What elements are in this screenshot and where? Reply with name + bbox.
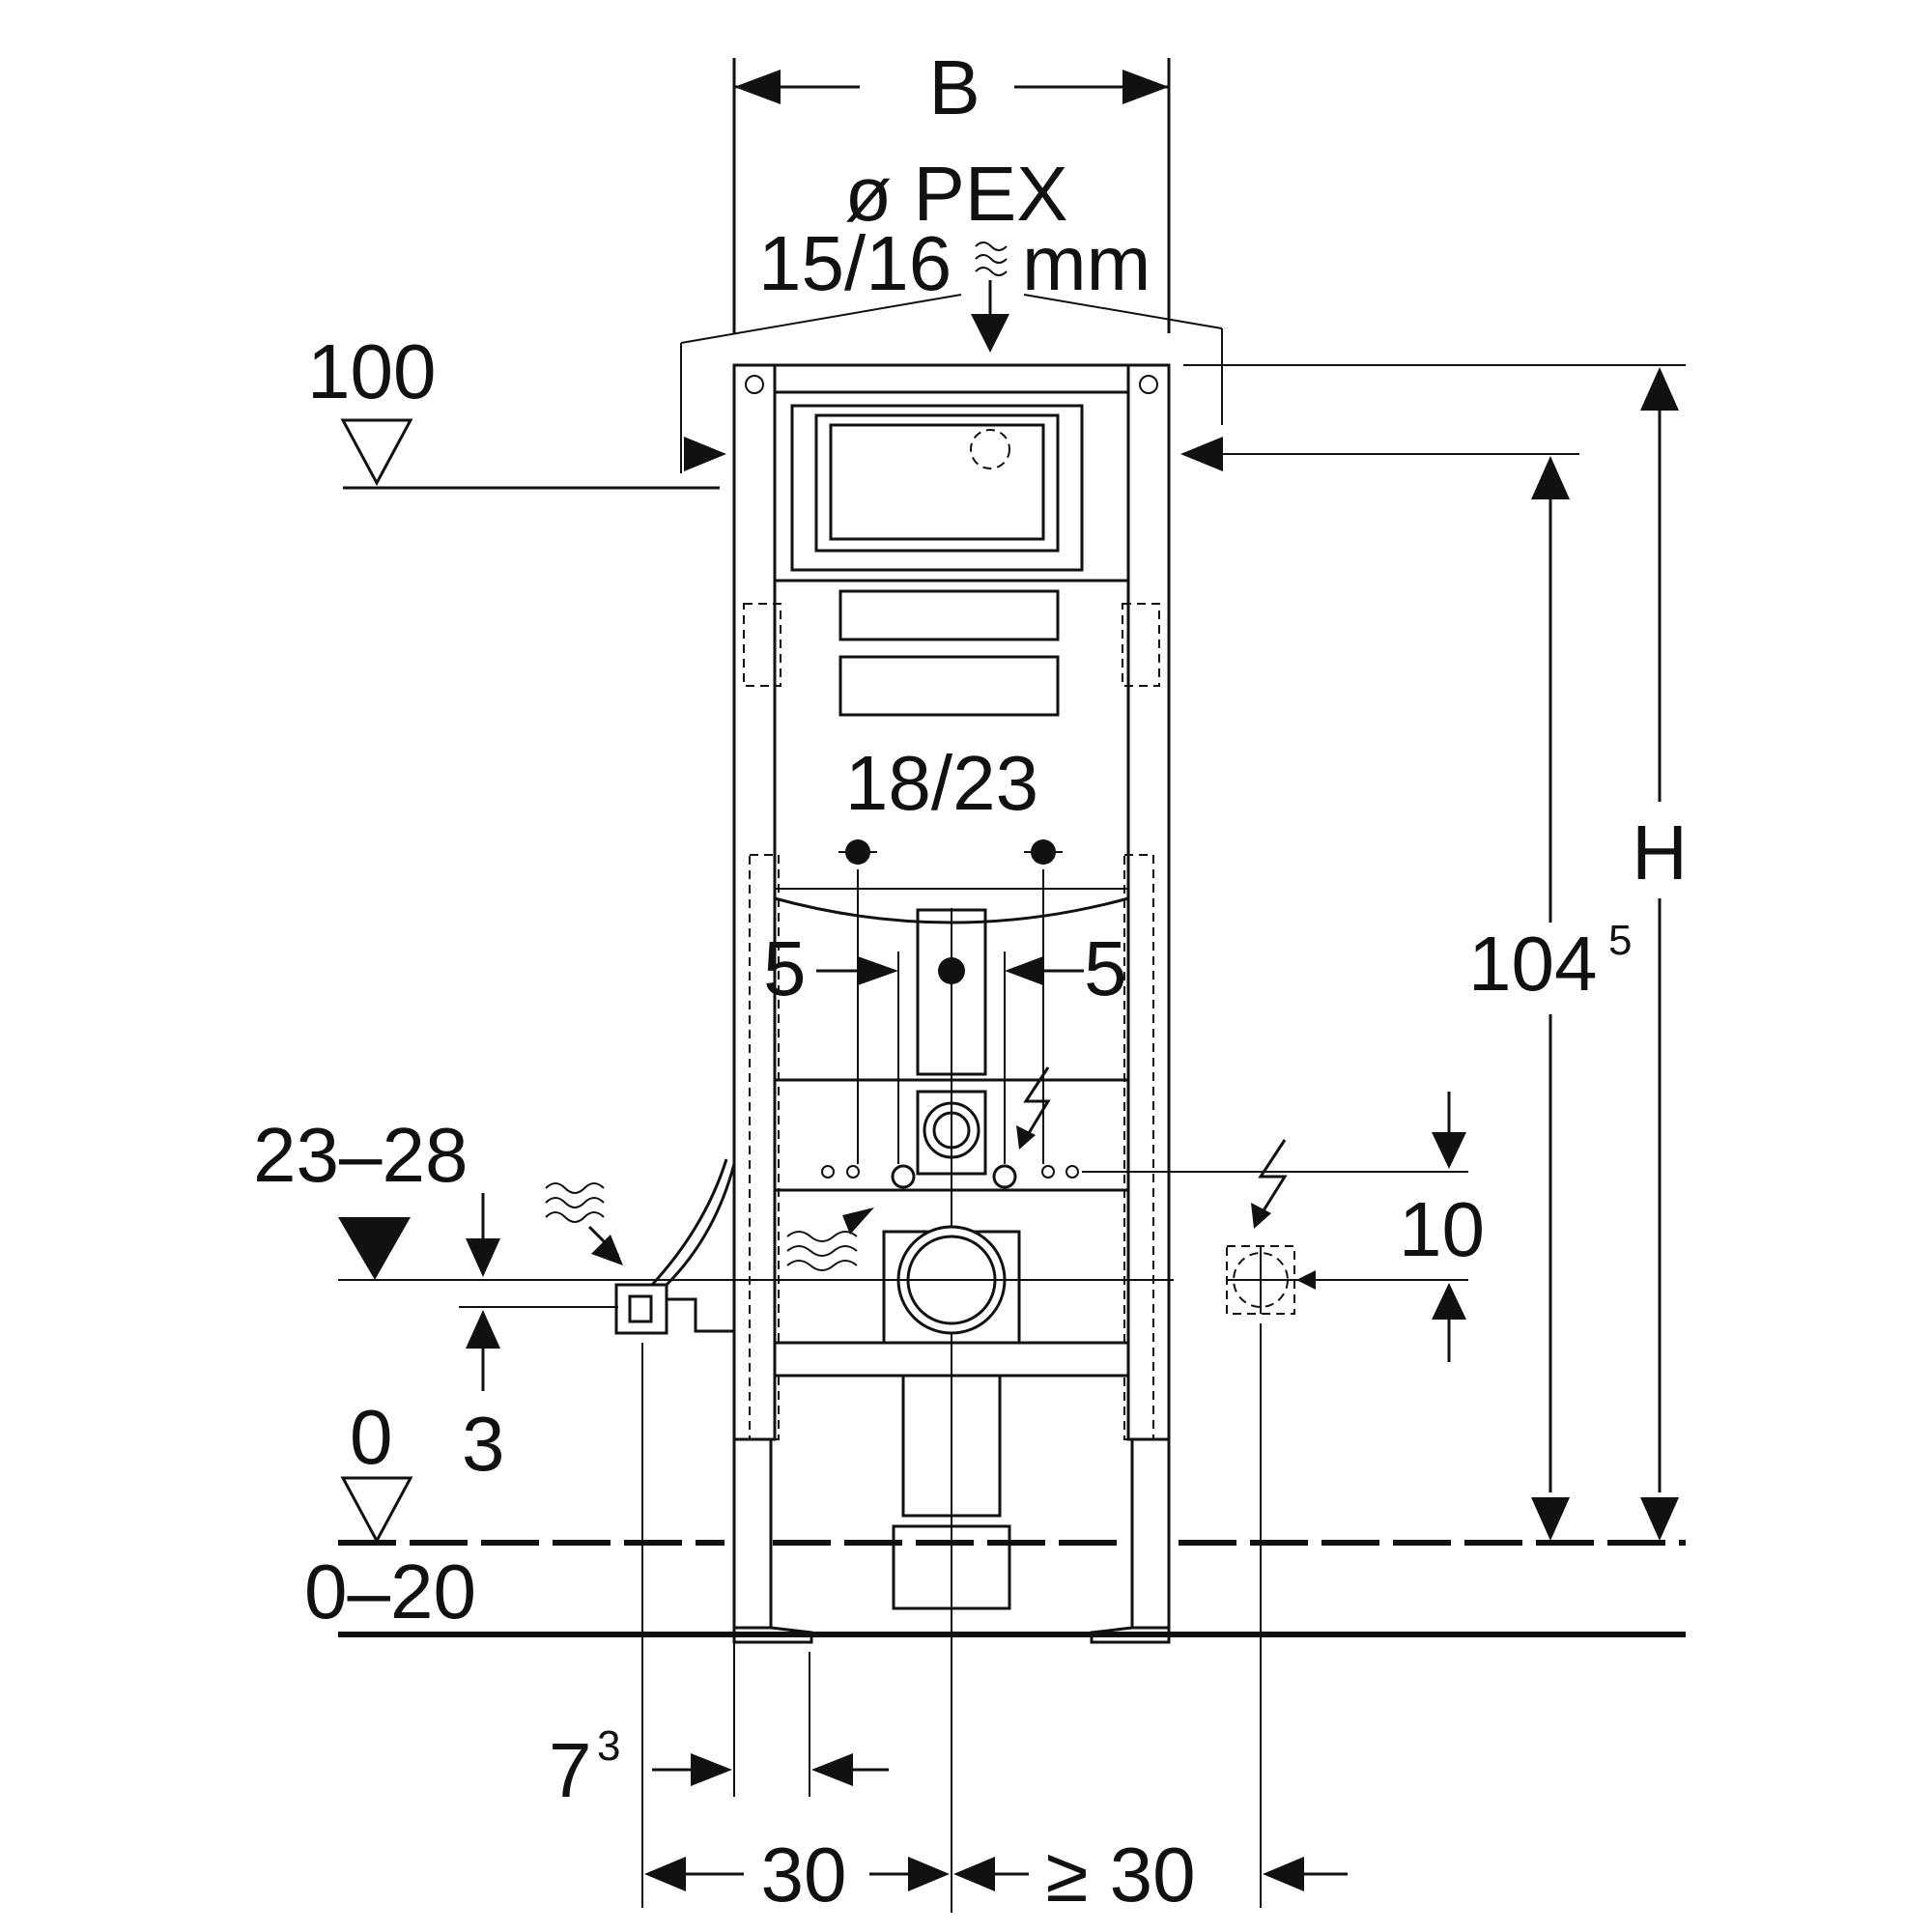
- floor-level-label: 0: [350, 1394, 393, 1480]
- floor-levels: 0 0–20: [304, 1394, 1686, 1637]
- wavy-arrow-icon: [971, 242, 1009, 353]
- height-value-label: 104: [1468, 921, 1597, 1007]
- width-label: B: [928, 44, 980, 130]
- lightning-icon: [1251, 1139, 1288, 1229]
- pex-diameter-label: ø PEX: [844, 151, 1067, 237]
- level-100-label: 100: [307, 328, 436, 414]
- pipe-offset-label: 3: [462, 1401, 505, 1487]
- bolt-spacing-label: 18/23: [845, 740, 1038, 826]
- drain-column: [821, 908, 1079, 1913]
- offset-right-label: 5: [1084, 925, 1127, 1011]
- bottom-dimensions: 7 3 30 ≥ 30: [549, 1343, 1348, 1918]
- electrical-offset-label: 10: [1399, 1186, 1485, 1272]
- span-right-label: ≥ 30: [1045, 1832, 1195, 1918]
- cistern: [773, 390, 1130, 924]
- height-dimensions: H 104 5: [1183, 364, 1688, 1541]
- wavy-arrow-icon: [545, 1182, 623, 1265]
- pex-supply-label: ø PEX 15/16 mm: [680, 151, 1223, 473]
- triangle-level-icon: [340, 1476, 413, 1545]
- floor-range-label: 0–20: [304, 1548, 476, 1634]
- offset-left-label: 5: [763, 925, 807, 1011]
- foot-offset-label: 7: [549, 1727, 592, 1813]
- foot-offset-sup: 3: [597, 1722, 620, 1770]
- wavy-arrow-icon: [786, 1208, 874, 1271]
- water-inlet: [545, 1158, 874, 1335]
- drain-height-label: 23–28: [253, 1112, 468, 1198]
- level-100-marker: 100: [307, 328, 720, 490]
- width-dimension: B: [732, 44, 1171, 333]
- lightning-icon: [1016, 1066, 1051, 1150]
- electrical-connection: 10: [1082, 1092, 1485, 1908]
- triangle-level-icon: [340, 418, 413, 487]
- bolt-spacing: 18/23: [838, 740, 1063, 1164]
- height-label: H: [1632, 810, 1688, 895]
- installation-frame: [732, 363, 1171, 1644]
- drain-height-dimension: 23–28 3: [253, 1112, 1174, 1487]
- span-left-label: 30: [761, 1832, 847, 1918]
- pex-size-label: 15/16: [758, 220, 952, 306]
- height-value-sup: 5: [1608, 917, 1632, 964]
- triangle-level-icon: [338, 1217, 411, 1280]
- pex-unit-label: mm: [1022, 220, 1151, 306]
- offset-dimensions: 5 5: [763, 925, 1127, 1011]
